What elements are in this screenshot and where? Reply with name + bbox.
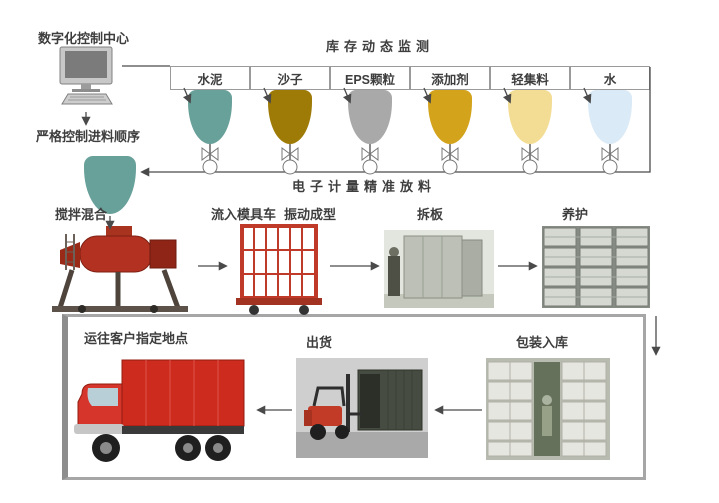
logistics-section-box (62, 314, 646, 480)
curing-label: 养护 (562, 207, 589, 222)
valve-icon (440, 146, 460, 181)
material-cell-additive: 添加剂 (410, 66, 490, 90)
valve-icon (200, 146, 220, 181)
vibration-label: 振动成型 (284, 207, 337, 222)
hopper-cement (188, 90, 232, 144)
warehouse-packing-image (486, 358, 610, 460)
demolding-label: 拆板 (417, 207, 444, 222)
computer-icon (52, 46, 122, 108)
hopper-eps (348, 90, 392, 144)
metering-label: 电子计量精准放料 (292, 179, 437, 194)
material-cell-sand: 沙子 (250, 66, 330, 90)
feed-control-label: 严格控制进料顺序 (36, 129, 141, 144)
material-label: 轻集料 (511, 72, 549, 87)
mold-cart-image (232, 222, 326, 316)
valve-icon (520, 146, 540, 181)
demolding-image (384, 230, 494, 308)
hopper-additive (428, 90, 472, 144)
material-cell-cement: 水泥 (170, 66, 250, 90)
warehousing-label: 包装入库 (516, 335, 569, 350)
truck-image (66, 350, 250, 470)
material-label: 水泥 (197, 72, 223, 87)
material-cell-aggregate: 轻集料 (490, 66, 570, 90)
hopper-sand (268, 90, 312, 144)
material-label: 沙子 (277, 72, 303, 87)
forklift-image (296, 358, 428, 458)
material-cell-water: 水 (570, 66, 650, 90)
mold-cart-label: 流入模具车 (211, 207, 277, 222)
hopper-water (588, 90, 632, 144)
inventory-monitoring-label: 库存动态监测 (326, 39, 435, 54)
shipping-label: 出货 (306, 335, 333, 350)
material-label: 添加剂 (431, 72, 469, 87)
material-label: 水 (603, 72, 617, 87)
control-center-label: 数字化控制中心 (38, 31, 130, 46)
hopper-aggregate (508, 90, 552, 144)
valve-icon (600, 146, 620, 181)
delivery-label: 运往客户指定地点 (84, 331, 189, 346)
material-cell-eps: EPS颗粒 (330, 66, 410, 90)
curing-image (542, 226, 650, 308)
mixing-label: 搅拌混合 (55, 207, 108, 222)
mixer-image (46, 220, 194, 314)
material-label: EPS颗粒 (344, 72, 395, 87)
